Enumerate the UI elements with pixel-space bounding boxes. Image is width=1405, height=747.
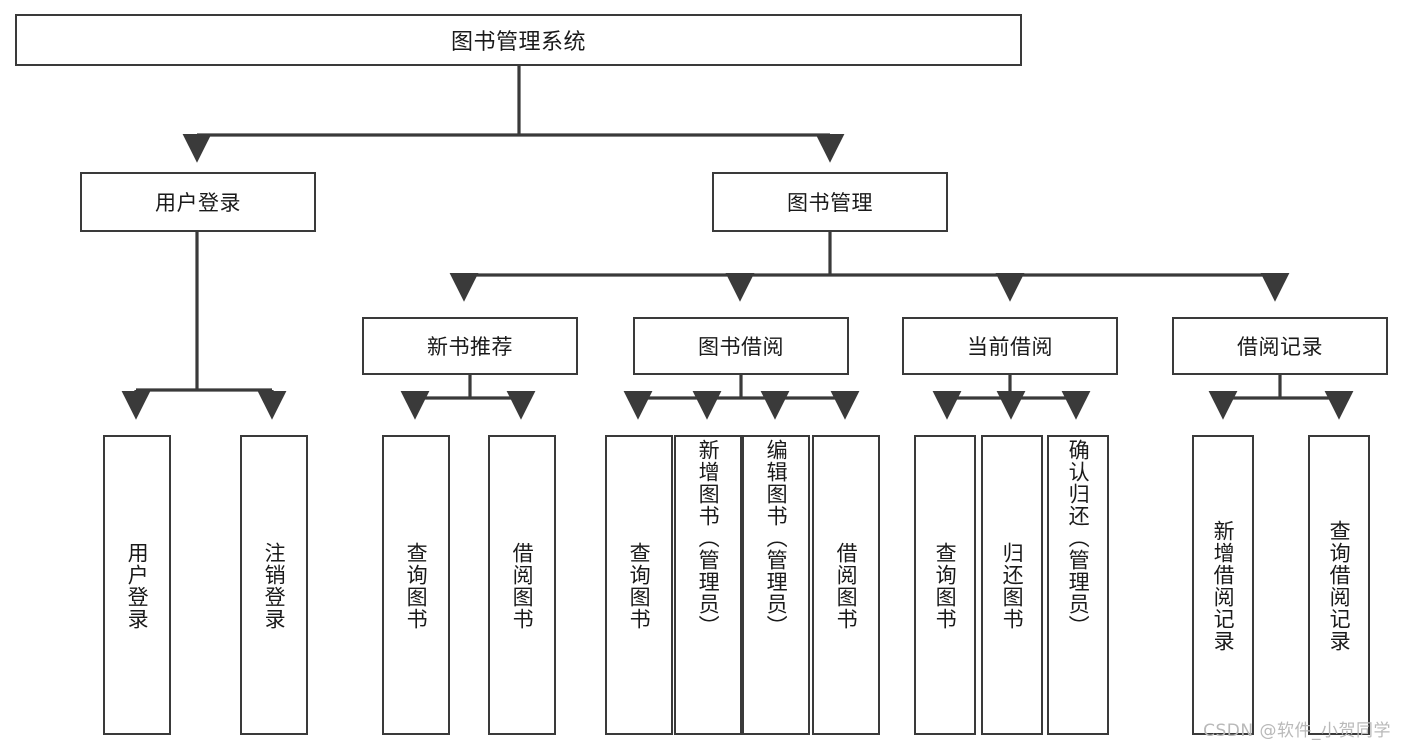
leaf-label: 查询图书 xyxy=(627,542,652,630)
leaf-label: 新增借阅记录 xyxy=(1211,520,1236,652)
leaf-label: 查询图书 xyxy=(404,542,429,630)
leaf-label: 查询图书 xyxy=(933,542,958,630)
leaf-current-borrow-confirm-return-admin[interactable]: 确认归还（管理员） xyxy=(1047,435,1109,735)
node-label: 当前借阅 xyxy=(967,335,1053,359)
node-label: 借阅记录 xyxy=(1237,335,1323,359)
leaf-borrow-record-add[interactable]: 新增借阅记录 xyxy=(1192,435,1254,735)
node-current-borrow[interactable]: 当前借阅 xyxy=(902,317,1118,375)
node-new-book-recommend[interactable]: 新书推荐 xyxy=(362,317,578,375)
node-book-borrow[interactable]: 图书借阅 xyxy=(633,317,849,375)
node-borrow-record[interactable]: 借阅记录 xyxy=(1172,317,1388,375)
leaf-new-book-query[interactable]: 查询图书 xyxy=(382,435,450,735)
leaf-book-borrow-add-admin[interactable]: 新增图书（管理员） xyxy=(674,435,742,735)
leaf-new-book-borrow[interactable]: 借阅图书 xyxy=(488,435,556,735)
leaf-book-borrow-edit-admin[interactable]: 编辑图书（管理员） xyxy=(742,435,810,735)
node-root-system[interactable]: 图书管理系统 xyxy=(15,14,1022,66)
leaf-label: 确认归还（管理员） xyxy=(1066,439,1091,637)
leaf-book-borrow-borrow[interactable]: 借阅图书 xyxy=(812,435,880,735)
leaf-current-borrow-return[interactable]: 归还图书 xyxy=(981,435,1043,735)
leaf-label: 编辑图书（管理员） xyxy=(764,439,789,637)
leaf-label: 新增图书（管理员） xyxy=(696,439,721,637)
leaf-label: 借阅图书 xyxy=(834,542,859,630)
leaf-label: 借阅图书 xyxy=(510,542,535,630)
node-user-login[interactable]: 用户登录 xyxy=(80,172,316,232)
leaf-user-login-logout[interactable]: 注销登录 xyxy=(240,435,308,735)
leaf-label: 注销登录 xyxy=(262,542,287,630)
leaf-label: 归还图书 xyxy=(1000,542,1025,630)
node-book-management[interactable]: 图书管理 xyxy=(712,172,948,232)
node-label: 图书管理 xyxy=(787,191,873,215)
leaf-label: 查询借阅记录 xyxy=(1327,520,1352,652)
leaf-user-login-login[interactable]: 用户登录 xyxy=(103,435,171,735)
node-label: 图书借阅 xyxy=(698,335,784,359)
node-label: 新书推荐 xyxy=(427,335,513,359)
leaf-label: 用户登录 xyxy=(125,542,150,630)
watermark: CSDN @软件_小贺同学 xyxy=(1203,721,1391,741)
leaf-book-borrow-query[interactable]: 查询图书 xyxy=(605,435,673,735)
leaf-current-borrow-query[interactable]: 查询图书 xyxy=(914,435,976,735)
node-label: 图书管理系统 xyxy=(450,30,586,55)
leaf-borrow-record-query[interactable]: 查询借阅记录 xyxy=(1308,435,1370,735)
node-label: 用户登录 xyxy=(155,191,241,215)
